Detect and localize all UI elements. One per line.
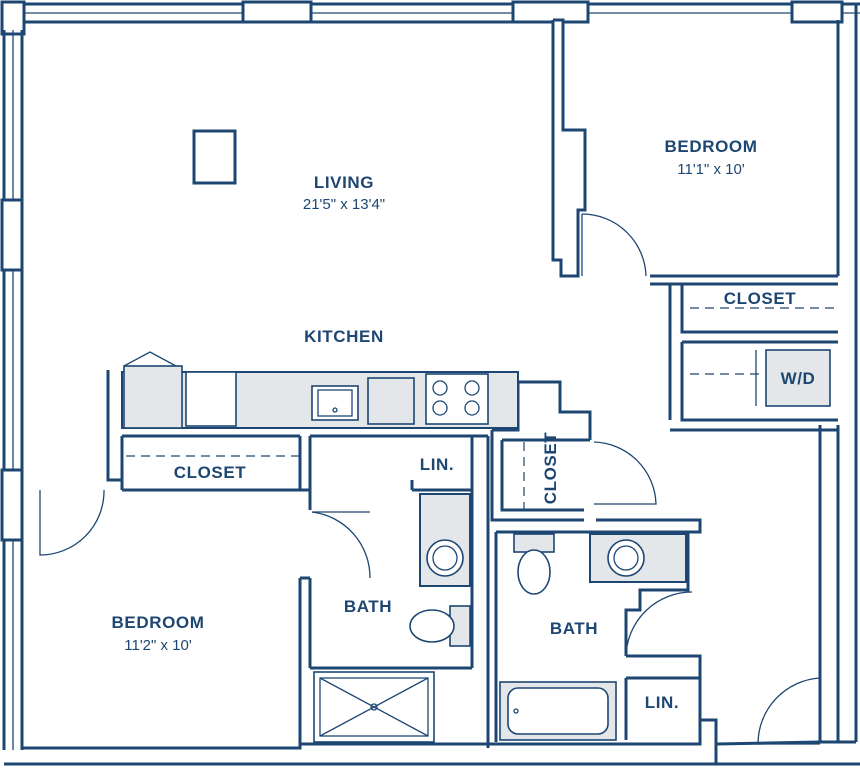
laundry-label: W/D [781,369,816,388]
door-closet-center [593,441,657,505]
kitchen-sink [311,385,359,421]
toilet-right [517,549,551,595]
closet-right-label: CLOSET [724,289,797,308]
kitchen-counter [121,351,519,429]
stove [425,373,489,425]
interior-walls [106,18,838,748]
bath-left-fixtures [313,493,471,743]
closet-center-label: CLOSET [541,432,560,505]
kitchen-label: KITCHEN [304,327,384,346]
room-labels: LIVING 21'5" x 13'4" KITCHEN BEDROOM 11'… [112,137,816,712]
door-main-entry [757,677,821,745]
door-bedroom-left [39,489,105,556]
bedroom-right-dims: 11'1" x 10' [677,161,745,178]
door-bath-left [311,511,371,579]
dishwasher [185,371,237,427]
washer-dryer [765,349,831,407]
bedroom-left-dims: 11'2" x 10' [124,637,192,654]
bedroom-left-label: BEDROOM [112,613,205,632]
living-dims: 21'5" x 13'4" [303,196,385,213]
living-label: LIVING [314,173,374,192]
skylight [192,129,237,185]
closet-left-label: CLOSET [174,463,247,482]
linen-left-label: LIN. [420,455,455,474]
bedroom-right-label: BEDROOM [665,137,758,156]
toilet-left [409,609,455,643]
bath-right-fixtures [499,533,687,741]
doors [39,213,821,745]
bath-right-label: BATH [550,619,598,638]
linen-right-label: LIN. [645,693,680,712]
sink-left [426,539,464,577]
door-bath-right [625,591,693,657]
bath-left-label: BATH [344,597,392,616]
refrigerator [367,377,415,425]
door-bedroom-right [581,213,647,277]
sink-right [607,539,645,577]
pantry [123,365,183,429]
